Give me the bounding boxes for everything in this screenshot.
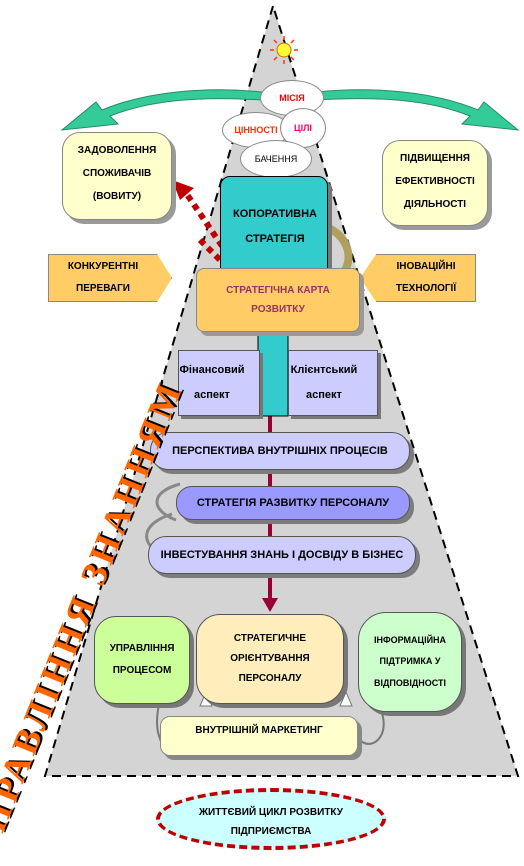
personnel-strategy-label: СТРАТЕГІЯ РАЗВИТКУ ПЕРСОНАЛУ	[196, 497, 390, 509]
dashed-arrow-mid	[197, 237, 225, 265]
ellipse-tsili: ЦІЛІ	[280, 108, 326, 148]
tsinnosti-label: ЦІННОСТІ	[234, 125, 278, 135]
satisfaction-box: ЗАДОВОЛЕННЯ СПОЖИВАЧІВ (ВОВИТУ)	[62, 132, 172, 220]
connector-up-right-icon	[339, 690, 353, 707]
innovation-box: ІНОВАЦІЙНІ ТЕХНОЛОГІЇ	[360, 254, 476, 302]
dashed-arrow-upper	[181, 188, 225, 248]
financial-aspect-box: Фінансовий аспект	[178, 350, 260, 416]
personnel-strategy-band: СТРАТЕГІЯ РАЗВИТКУ ПЕРСОНАЛУ	[176, 486, 410, 520]
client-aspect-label: Клієнтський аспект	[290, 363, 358, 401]
corporate-strategy-box	[220, 176, 328, 278]
dashed-arrow-head-icon	[172, 180, 194, 200]
competitive-label: КОНКУРЕНТНІ ПЕРЕВАГИ	[67, 261, 139, 294]
internal-marketing-box: ВНУТРІШНІЙ МАРКЕТИНГ	[160, 716, 358, 756]
arrow-head-icon	[262, 598, 278, 612]
client-aspect-box: Клієнтський аспект	[288, 350, 378, 416]
green-arrow-right	[315, 89, 520, 131]
swirl-arrow-1	[155, 482, 181, 522]
efficiency-label: ПІДВИЩЕННЯ ЕФЕКТИВНОСТІ ДІЯЛЬНОСТІ	[395, 153, 475, 210]
bachennia-label: БАЧЕННЯ	[254, 154, 298, 164]
cyan-column	[257, 329, 289, 417]
ellipse-bachennia: БАЧЕННЯ	[240, 140, 312, 178]
info-support-label: ІНФОРМАЦІЙНА ПІДТРИМКА У ВІДПОВІДНОСТІ	[373, 634, 447, 688]
strategic-orientation-label: СТРАТЕГИЧНЕ ОРІЄНТУВАННЯ ПЕРСОНАЛУ	[230, 633, 310, 684]
corporate-strategy-text: КОПОРАТИВНА СТРАТЕГІЯ	[233, 207, 317, 245]
strategic-orientation-box: СТРАТЕГИЧНЕ ОРІЄНТУВАННЯ ПЕРСОНАЛУ	[196, 614, 344, 704]
knowledge-investment-label: ІНВЕСТУВАННЯ ЗНАНЬ І ДОСВІДУ В БІЗНЕС	[160, 549, 404, 561]
green-arrow-left	[60, 89, 263, 131]
corporate-strategy-label: КОПОРАТИВНА СТРАТЕГІЯ	[222, 196, 328, 258]
strategic-map-box: СТРАТЕГІЧНА КАРТА РОЗВИТКУ	[196, 268, 360, 332]
knowledge-investment-band: ІНВЕСТУВАННЯ ЗНАНЬ І ДОСВІДУ В БІЗНЕС	[148, 536, 416, 574]
life-cycle-ellipse: ЖИТТЄВИЙ ЦИКЛ РОЗВИТКУ ПІДПРИЄМСТВА	[156, 788, 386, 850]
financial-aspect-label: Фінансовий аспект	[179, 363, 245, 401]
life-cycle-label: ЖИТТЄВИЙ ЦИКЛ РОЗВИТКУ ПІДПРИЄМСТВА	[199, 807, 343, 837]
sun-icon	[270, 36, 298, 64]
process-management-label: УПРАВЛІННЯ ПРОЦЕСОМ	[109, 643, 175, 676]
satisfaction-label: ЗАДОВОЛЕННЯ СПОЖИВАЧІВ (ВОВИТУ)	[77, 145, 157, 202]
competitive-box: КОНКУРЕНТНІ ПЕРЕВАГИ	[48, 254, 172, 302]
internal-marketing-label: ВНУТРІШНІЙ МАРКЕТИНГ	[195, 725, 323, 736]
innovation-label: ІНОВАЦІЙНІ ТЕХНОЛОГІЇ	[395, 261, 457, 294]
efficiency-box: ПІДВИЩЕННЯ ЕФЕКТИВНОСТІ ДІЯЛЬНОСТІ	[382, 140, 488, 226]
connector-right	[359, 707, 385, 745]
misia-label: МІСІЯ	[279, 93, 305, 103]
internal-processes-band: ПЕРСПЕКТИВА ВНУТРІШНІХ ПРОЦЕСІВ	[150, 432, 410, 470]
process-management-box: УПРАВЛІННЯ ПРОЦЕСОМ	[94, 616, 190, 704]
info-support-box: ІНФОРМАЦІЙНА ПІДТРИМКА У ВІДПОВІДНОСТІ	[358, 612, 462, 712]
internal-processes-label: ПЕРСПЕКТИВА ВНУТРІШНІХ ПРОЦЕСІВ	[172, 445, 388, 457]
tsili-label: ЦІЛІ	[294, 123, 312, 133]
strategic-map-label: СТРАТЕГІЧНА КАРТА РОЗВИТКУ	[226, 285, 330, 315]
